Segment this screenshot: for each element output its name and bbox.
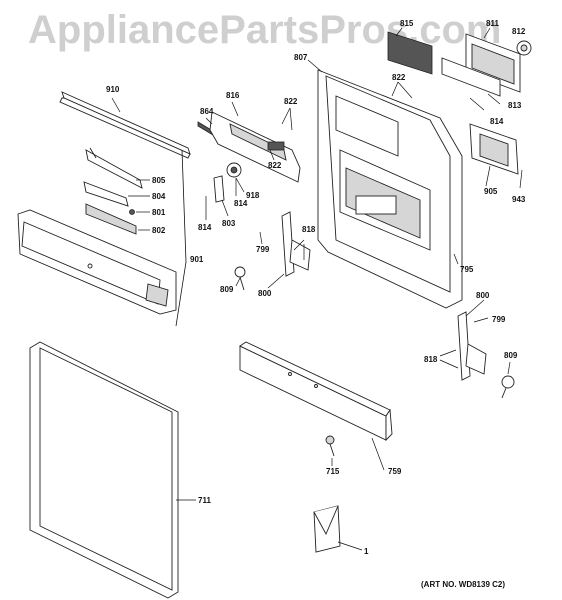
- leader-lines: [111, 27, 523, 551]
- callout-814-c: 814: [490, 117, 504, 126]
- part-759-kick-plate: [239, 341, 393, 442]
- art-number: (ART NO. WD8139 C2): [421, 580, 506, 589]
- callout-818-b: 818: [424, 355, 438, 364]
- part-910-strip: [59, 91, 191, 159]
- callout-816: 816: [226, 91, 240, 100]
- callout-799-b: 799: [492, 315, 506, 324]
- part-801-screw: [129, 209, 135, 215]
- part-812-knob: [516, 40, 532, 56]
- callout-711: 711: [198, 496, 211, 505]
- callout-822-c: 822: [392, 73, 406, 82]
- callout-811: 811: [486, 19, 499, 28]
- part-813-gasket: [441, 57, 501, 97]
- part-802-panel-insert: [85, 203, 137, 235]
- callout-802: 802: [152, 226, 166, 235]
- callout-809-b: 809: [504, 351, 518, 360]
- callout-910: 910: [106, 85, 120, 94]
- callout-813: 813: [508, 101, 522, 110]
- callout-815: 815: [400, 19, 414, 28]
- part-805-bracket: [85, 147, 143, 189]
- callout-943: 943: [512, 195, 526, 204]
- part-715-screw: [325, 435, 335, 457]
- callout-864: 864: [200, 107, 214, 116]
- part-815-board: [387, 31, 433, 75]
- part-1-literature: [313, 505, 341, 553]
- callout-822-a: 822: [284, 97, 298, 106]
- callout-814-a: 814: [198, 223, 212, 232]
- part-918-motor: [226, 162, 242, 178]
- callout-800-b: 800: [476, 291, 490, 300]
- part-809-spring-right: [501, 375, 515, 399]
- callout-1: 1: [364, 547, 369, 556]
- callout-822-b: 822: [268, 161, 282, 170]
- callout-812: 812: [512, 27, 526, 36]
- callout-805: 805: [152, 176, 166, 185]
- callout-795: 795: [460, 265, 474, 274]
- callout-905: 905: [484, 187, 498, 196]
- part-905-control-module: [469, 123, 519, 175]
- bracket-901: [175, 149, 187, 327]
- callout-918: 918: [246, 191, 260, 200]
- part-800-hinge-right: [457, 311, 487, 381]
- part-804-bracket: [83, 181, 129, 207]
- callout-labels: 910 805 804 801 802 901 864 816 822 822 …: [106, 19, 526, 556]
- callout-901: 901: [190, 255, 204, 264]
- callout-804: 804: [152, 192, 166, 201]
- callout-809-a: 809: [220, 285, 234, 294]
- callout-803: 803: [222, 219, 236, 228]
- callout-807: 807: [294, 53, 308, 62]
- callout-801: 801: [152, 208, 166, 217]
- part-809-spring-left: [234, 266, 246, 291]
- callout-818-a: 818: [302, 225, 316, 234]
- callout-715: 715: [326, 467, 340, 476]
- part-800-hinge-left: [281, 211, 311, 277]
- part-803-bracket: [213, 175, 225, 203]
- callout-759: 759: [388, 467, 402, 476]
- part-711-outer-door: [29, 341, 179, 599]
- part-811-display: [465, 33, 521, 93]
- callout-814-b: 814: [234, 199, 248, 208]
- part-901-control-panel: [17, 209, 177, 315]
- callout-800-a: 800: [258, 289, 272, 298]
- callout-799-a: 799: [256, 245, 270, 254]
- part-807-inner-door: [317, 69, 463, 309]
- part-816-dispenser: [209, 111, 301, 183]
